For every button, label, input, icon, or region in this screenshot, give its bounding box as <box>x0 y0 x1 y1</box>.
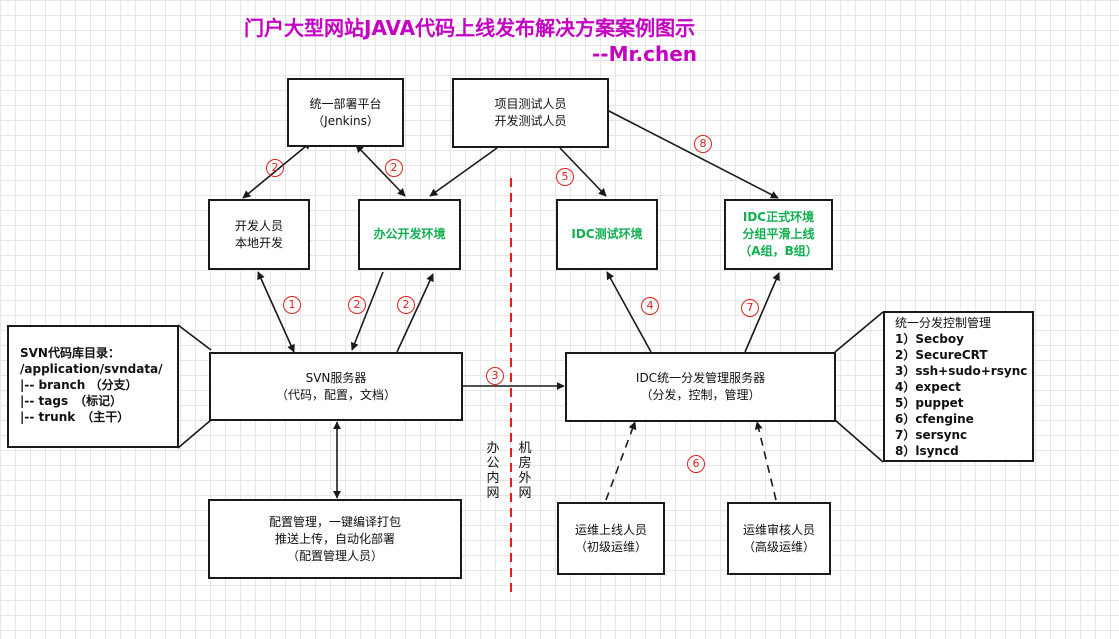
box-dev-local-line-1: 开发人员 <box>234 218 283 233</box>
note-svn-dirs-line-3: |-- branch （分支） <box>20 378 138 392</box>
arrow-idc-server-idc-prod <box>744 272 780 353</box>
box-idc-server-line-2: （分发，控制，管理） <box>640 388 761 402</box>
step-marker-2a: 2 <box>266 159 284 177</box>
box-svn-server: SVN服务器 （代码，配置，文档） <box>209 352 463 421</box>
note-svn-dirs-panel: SVN代码库目录： /application/svndata/ |-- bran… <box>7 325 179 448</box>
note-dist-tools-line-2: 1）Secboy <box>895 332 964 346</box>
box-ops-audit-line-1: 运维审核人员 <box>742 522 815 537</box>
box-ops-deploy: 运维上线人员 （初级运维） <box>557 502 665 575</box>
box-testers-line-2: 开发测试人员 <box>494 114 567 128</box>
box-config-mgmt-line-1: 配置管理，一键编译打包 <box>268 514 401 529</box>
box-idc-prod-line-2: 分组平滑上线 <box>742 227 815 241</box>
callout-svn-dirs <box>177 324 212 449</box>
box-idc-prod-line-3: （A组，B组） <box>739 244 818 258</box>
box-config-mgmt: 配置管理，一键编译打包 推送上传，自动化部署 （配置管理人员） <box>208 499 462 579</box>
note-dist-tools-line-4: 3）ssh+sudo+rsync <box>895 364 1028 378</box>
arrow-idc-server-idc-test <box>606 271 652 353</box>
box-config-mgmt-line-3: （配置管理人员） <box>286 548 383 563</box>
note-svn-dirs-line-5: |-- trunk （主干） <box>20 410 130 424</box>
step-marker-2d: 2 <box>397 296 415 314</box>
note-svn-dirs-line-4: |-- tags （标记） <box>20 394 123 408</box>
diagram-title: 门户大型网站JAVA代码上线发布解决方案案例图示 <box>244 16 696 40</box>
box-dev-local: 开发人员 本地开发 <box>208 199 310 270</box>
diagram-author: --Mr.chen <box>592 42 698 66</box>
step-marker-8: 8 <box>694 135 712 153</box>
note-dist-tools-line-9: 8）lsyncd <box>895 444 959 458</box>
box-idc-test: IDC测试环境 <box>556 199 658 270</box>
box-office-dev: 办公开发环境 <box>358 199 461 270</box>
note-dist-tools-line-5: 4）expect <box>895 380 961 394</box>
box-idc-test-line-1: IDC测试环境 <box>571 227 643 241</box>
divider-label-datacenter: 机房外网 <box>518 441 532 501</box>
box-ops-deploy-line-1: 运维上线人员 <box>574 522 647 537</box>
step-marker-1: 1 <box>283 296 301 314</box>
box-idc-prod-line-1: IDC正式环境 <box>742 210 815 224</box>
box-jenkins-line-2: （Jenkins） <box>312 113 379 128</box>
note-dist-tools-line-7: 6）cfengine <box>895 412 974 426</box>
arrow-dev-local-svn <box>257 271 295 353</box>
arrow-testers-idc-prod <box>606 109 779 199</box>
arrow-testers-idc-test <box>559 147 607 197</box>
box-ops-audit-line-2: （高级运维） <box>742 539 815 554</box>
box-idc-server: IDC统一分发管理服务器 （分发，控制，管理） <box>565 352 836 422</box>
box-testers: 项目测试人员 开发测试人员 <box>452 78 609 148</box>
box-ops-deploy-line-2: （初级运维） <box>574 539 647 554</box>
box-svn-server-line-1: SVN服务器 <box>305 370 367 385</box>
arrow-office-dev-svn <box>350 271 384 351</box>
step-marker-7: 7 <box>741 299 759 317</box>
arrow-svn-office-dev <box>396 273 434 353</box>
box-jenkins: 统一部署平台 （Jenkins） <box>287 78 404 147</box>
callout-dist-tools <box>834 311 884 463</box>
box-ops-audit: 运维审核人员 （高级运维） <box>727 502 831 575</box>
step-marker-6: 6 <box>687 455 705 473</box>
divider-label-office: 办公内网 <box>486 441 500 501</box>
note-svn-dirs-line-2: /application/svndata/ <box>20 362 163 376</box>
box-config-mgmt-line-2: 推送上传，自动化部署 <box>274 531 395 546</box>
arrow-jenkins-office-dev <box>355 144 406 197</box>
arrow-ops-deploy-idc-server <box>605 421 637 501</box>
note-dist-tools-line-3: 2）SecureCRT <box>895 348 988 362</box>
box-idc-prod: IDC正式环境 分组平滑上线 （A组，B组） <box>724 199 833 270</box>
note-dist-tools-line-6: 5）puppet <box>895 396 964 410</box>
box-office-dev-line-1: 办公开发环境 <box>373 227 446 241</box>
step-marker-2b: 2 <box>385 159 403 177</box>
box-dev-local-line-2: 本地开发 <box>234 235 283 250</box>
note-dist-tools-panel: 统一分发控制管理 1）Secboy 2）SecureCRT 3）ssh+sudo… <box>883 311 1034 462</box>
step-marker-2c: 2 <box>348 296 366 314</box>
arrow-testers-office-dev <box>429 147 498 197</box>
box-testers-line-1: 项目测试人员 <box>494 97 567 111</box>
arrow-ops-audit-idc-server <box>754 421 777 501</box>
note-svn-dirs-line-1: SVN代码库目录： <box>20 346 120 360</box>
step-marker-3: 3 <box>486 367 504 385</box>
step-marker-5: 5 <box>556 168 574 186</box>
note-dist-tools-line-1: 统一分发控制管理 <box>895 316 992 330</box>
note-dist-tools-line-8: 7）sersync <box>895 428 968 442</box>
box-jenkins-line-1: 统一部署平台 <box>309 96 382 111</box>
step-marker-4: 4 <box>641 297 659 315</box>
box-idc-server-line-1: IDC统一分发管理服务器 <box>635 371 766 385</box>
box-svn-server-line-2: （代码，配置，文档） <box>275 387 396 402</box>
